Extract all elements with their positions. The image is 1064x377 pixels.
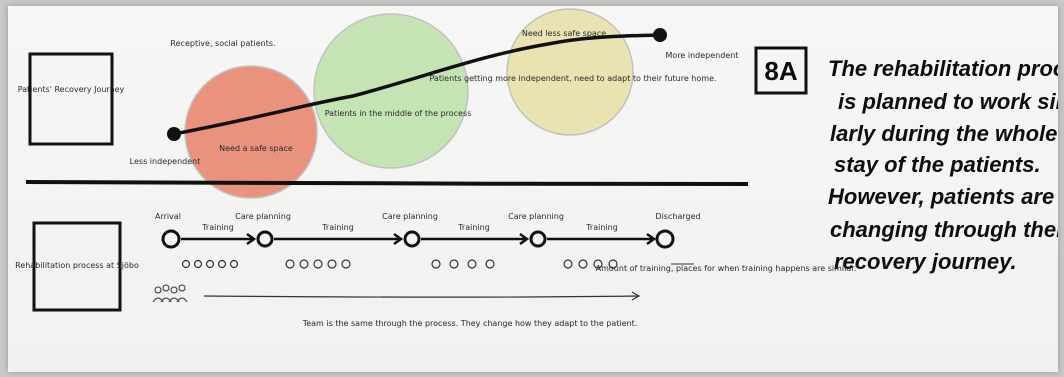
care-planning-label: Care planning (235, 212, 291, 221)
team-icon (152, 284, 188, 303)
training-arrow (181, 232, 257, 246)
recovery-journey-label: Patients' Recovery Journey (18, 85, 125, 94)
training-arrow (547, 232, 657, 246)
training-label: Training (585, 223, 618, 232)
middle-process-label: Patients in the middle of the process (325, 109, 472, 118)
care-planning-label: Care planning (382, 212, 438, 221)
curve-end-dot (653, 28, 667, 42)
arrival-node (161, 229, 181, 249)
less-independent-label: Less independent (130, 157, 201, 166)
training-arrow (274, 232, 404, 246)
middle-process-circle (313, 13, 469, 169)
statement-line-5: However, patients are (828, 184, 1054, 209)
need-safe-space-circle (184, 65, 318, 199)
rehab-process-box (32, 221, 122, 312)
process-nodes (161, 229, 675, 249)
whiteboard-sheet: Patients' Recovery Journey Receptive, so… (8, 6, 1058, 372)
less-safe-space-circle (506, 8, 634, 136)
discharged-node (655, 229, 675, 249)
recovery-curve (173, 33, 661, 136)
training-label: Training (457, 223, 490, 232)
tag-label: 8A (764, 56, 797, 86)
need-safe-space-label: Need a safe space (219, 144, 293, 153)
less-safe-space-body: Patients getting more independent, need … (429, 74, 716, 83)
rehab-process-label: Rehabilitation process at Sjöbo (15, 261, 139, 270)
less-safe-space-heading: Need less safe space (522, 29, 606, 38)
care-planning-node (529, 230, 547, 248)
team-timeline-arrow (203, 291, 641, 301)
section-divider (25, 180, 749, 186)
curve-start-dot (167, 127, 181, 141)
statement-line-1: The rehabilitation process (828, 56, 1058, 81)
arrival-label: Arrival (155, 212, 181, 221)
training-session-dots (181, 259, 618, 269)
statement-line-4: stay of the patients. (834, 152, 1041, 177)
statement-line-3: larly during the whole (830, 121, 1057, 146)
recovery-journey-box (28, 52, 114, 146)
team-note: Team is the same through the process. Th… (302, 319, 638, 328)
discharged-label: Discharged (655, 212, 700, 221)
statement-line-7: recovery journey. (834, 249, 1017, 274)
training-label: Training (321, 223, 354, 232)
whiteboard-drawing: Patients' Recovery Journey Receptive, so… (15, 8, 1058, 328)
care-planning-node (256, 230, 274, 248)
tag-box (754, 46, 808, 95)
caption-receptive: Receptive, social patients. (170, 39, 275, 48)
amount-note: Amount of training, places for when trai… (596, 264, 857, 273)
more-independent-label: More independent (666, 51, 739, 60)
training-label: Training (201, 223, 234, 232)
training-arrow (421, 232, 530, 246)
care-planning-node (403, 230, 421, 248)
care-planning-label: Care planning (508, 212, 564, 221)
statement-line-6: changing through their (830, 217, 1058, 242)
statement-line-2: is planned to work simi- (838, 89, 1058, 114)
training-arrows (181, 232, 657, 246)
